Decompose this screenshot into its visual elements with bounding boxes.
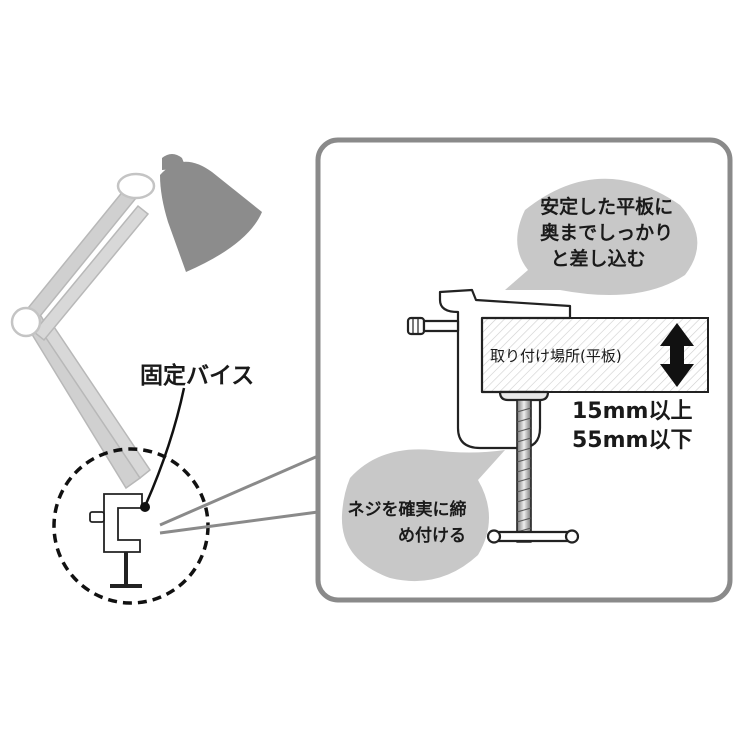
clamp-t-handle: [488, 530, 576, 543]
small-clamp-icon: [89, 493, 143, 588]
screw-bubble-text: ネジを確実に締 め付ける: [348, 499, 473, 546]
insert-bubble-line-1: 安定した平板に: [540, 195, 673, 218]
double-arrow-icon: [660, 323, 694, 387]
thickness-range-text: 15mm以上 55mm以下: [572, 399, 700, 453]
insert-bubble-line-2: 奥までしっかり: [540, 221, 673, 244]
zoom-connector-lines: [159, 454, 319, 535]
mounting-board-bg: [483, 319, 707, 391]
screw-speech-bubble: [341, 449, 505, 582]
c-clamp-icon: [406, 288, 580, 544]
thickness-min: 15mm以上: [572, 399, 692, 424]
lamp-elbow-joint: [10, 306, 42, 338]
lamp-shade: [160, 154, 262, 272]
screw-bubble-line-1: ネジを確実に締: [348, 499, 467, 520]
insert-bubble-text: 安定した平板に 奥までしっかり と差し込む: [540, 195, 680, 270]
top-thumb-screw: [406, 316, 460, 336]
insert-speech-bubble: [505, 178, 698, 295]
pressure-pad: [498, 390, 550, 402]
screw-bubble-line-2: め付ける: [398, 525, 466, 546]
desk-lamp-icon: [10, 154, 262, 490]
vise-leader: [140, 387, 186, 512]
board-label: 取り付け場所(平板): [490, 347, 622, 365]
insert-bubble-line-3: と差し込む: [550, 247, 645, 270]
thickness-max: 55mm以下: [572, 428, 692, 453]
vise-label: 固定バイス: [140, 362, 254, 389]
lamp-head-joint: [116, 172, 156, 200]
